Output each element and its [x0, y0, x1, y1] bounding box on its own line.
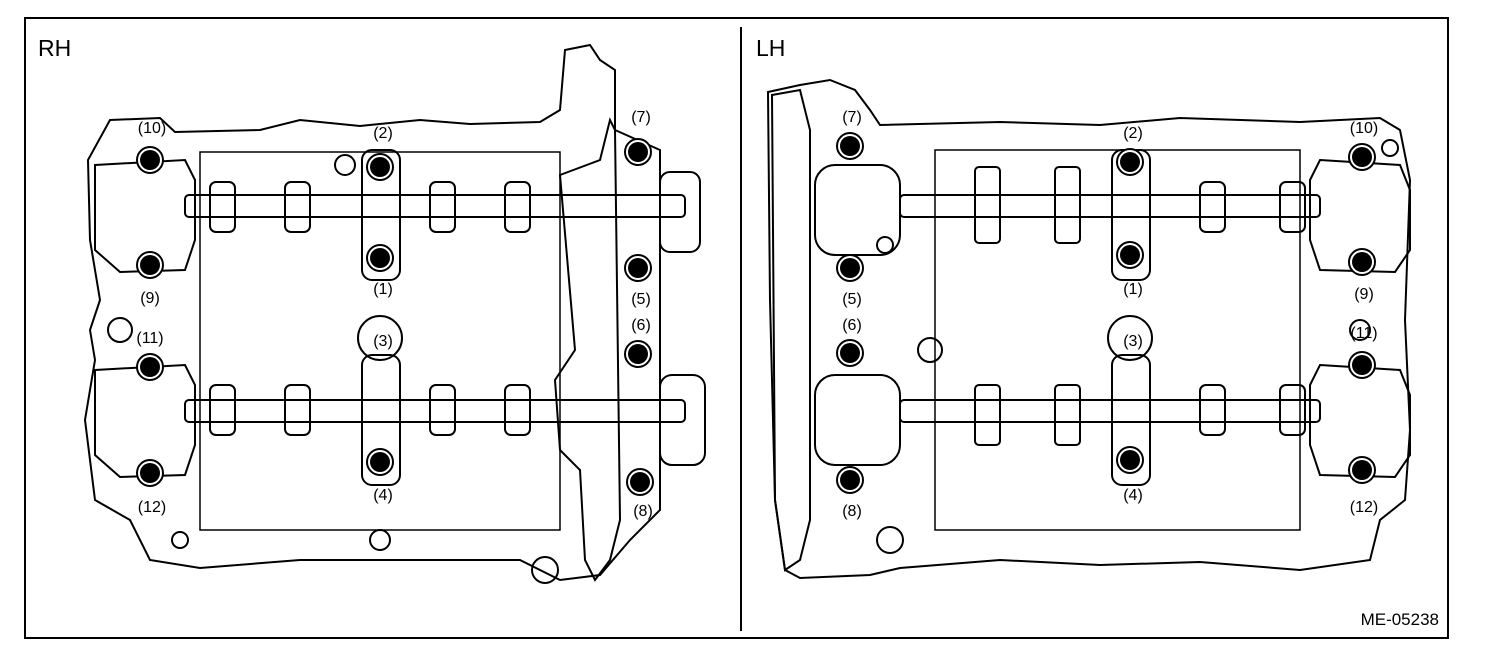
rh-bolt-10	[136, 146, 164, 174]
rh-bolt-label-5: (5)	[631, 291, 651, 308]
rh-bolt-12	[136, 459, 164, 487]
rh-bolt-label-9: (9)	[140, 290, 160, 307]
rh-bolt-label-3: (3)	[373, 333, 393, 350]
rh-bolt-1	[366, 244, 394, 272]
rh-left-end-housing-upper	[94, 158, 196, 274]
lh-bolt-label-2: (2)	[1123, 125, 1143, 142]
lh-inner-frame	[934, 149, 1301, 531]
rh-bolt-label-10: (10)	[138, 120, 166, 137]
lh-center-boss	[1107, 315, 1153, 361]
rh-cam-lobes	[209, 181, 531, 436]
rh-bolt-label-6: (6)	[631, 317, 651, 334]
rh-head-outline	[83, 43, 661, 582]
lh-bolt-label-11: (11)	[1350, 325, 1377, 342]
lh-bolt-12	[1348, 456, 1376, 484]
lh-bolt-5	[836, 254, 864, 282]
rh-bolt-label-1: (1)	[373, 281, 393, 298]
rh-bolt-labels: (1) (2) (3) (4) (5) (6) (7) (8) (9) (10) (11) (12)	[136, 109, 652, 520]
lh-bolt-label-9: (9)	[1354, 286, 1374, 303]
figure-code: ME-05238	[1360, 610, 1439, 629]
lh-bolt-label-7: (7)	[842, 109, 862, 126]
rh-bolt-2	[366, 153, 394, 181]
rh-center-boss	[357, 315, 403, 361]
lh-bolt-8	[836, 466, 864, 494]
rh-right-cam-end-lower	[659, 374, 706, 466]
rh-upper-camshaft	[184, 194, 686, 218]
lh-lower-camshaft	[899, 399, 1321, 423]
lh-bolt-1	[1116, 241, 1144, 269]
lh-upper-camshaft	[899, 194, 1321, 218]
panel-divider	[740, 27, 742, 631]
rh-bolt-9	[136, 251, 164, 279]
lh-left-cam-end-upper	[814, 164, 901, 256]
rh-panel-label: RH	[38, 35, 72, 61]
rh-lower-camshaft	[184, 399, 686, 423]
rh-bolt-label-11: (11)	[136, 330, 163, 347]
lh-bolt-label-12: (12)	[1350, 499, 1378, 516]
rh-right-cover	[553, 117, 622, 582]
lh-cam-lobes	[974, 166, 1306, 446]
lh-bolt-labels: (1) (2) (3) (4) (5) (6) (7) (8) (9) (10) (11) (12)	[842, 109, 1378, 520]
rh-right-cam-end-upper	[659, 171, 701, 253]
lh-bolt-4	[1116, 446, 1144, 474]
rh-bolts	[136, 138, 654, 496]
rh-bolt-label-8: (8)	[633, 503, 653, 520]
rh-left-end-housing-lower	[94, 363, 196, 479]
rh-center-cap-lower	[361, 354, 401, 486]
rh-inner-frame	[199, 151, 561, 531]
lh-bolt-label-6: (6)	[842, 317, 862, 334]
lh-panel-label: LH	[756, 35, 786, 61]
rh-bolt-6	[624, 340, 652, 368]
rh-bolt-5	[624, 254, 652, 282]
lh-right-end-housing-upper	[1309, 158, 1411, 274]
rh-center-cap-upper	[361, 149, 401, 281]
rh-bolt-label-12: (12)	[138, 499, 166, 516]
lh-bolt-label-3: (3)	[1123, 333, 1143, 350]
lh-left-cover	[770, 88, 811, 572]
lh-bolt-label-4: (4)	[1123, 487, 1143, 504]
rh-bolt-label-7: (7)	[631, 109, 651, 126]
lh-bolt-label-1: (1)	[1123, 281, 1143, 298]
lh-bolt-10	[1348, 143, 1376, 171]
lh-cylinder-head-drawing	[766, 78, 1412, 580]
figure-frame: RH LH ME-05238	[24, 17, 1449, 639]
rh-bolt-7	[624, 138, 652, 166]
lh-center-cap-lower	[1111, 354, 1151, 486]
rh-bolt-label-2: (2)	[373, 125, 393, 142]
lh-head-outline	[766, 78, 1412, 580]
rh-bolt-11	[136, 353, 164, 381]
lh-bolt-9	[1348, 248, 1376, 276]
rh-bolt-4	[366, 448, 394, 476]
lh-bolt-label-10: (10)	[1350, 120, 1378, 137]
lh-bolts	[836, 132, 1376, 494]
lh-bolt-7	[836, 132, 864, 160]
lh-right-end-housing-lower	[1309, 363, 1411, 479]
lh-bolt-2	[1116, 148, 1144, 176]
rh-bolt-label-4: (4)	[373, 487, 393, 504]
rh-bolt-8	[626, 468, 654, 496]
lh-bolt-6	[836, 339, 864, 367]
rh-cylinder-head-drawing	[83, 43, 706, 584]
lh-bolt-label-8: (8)	[842, 503, 862, 520]
lh-bolt-label-5: (5)	[842, 291, 862, 308]
lh-bolt-11	[1348, 351, 1376, 379]
lh-left-cam-end-lower	[814, 374, 901, 466]
